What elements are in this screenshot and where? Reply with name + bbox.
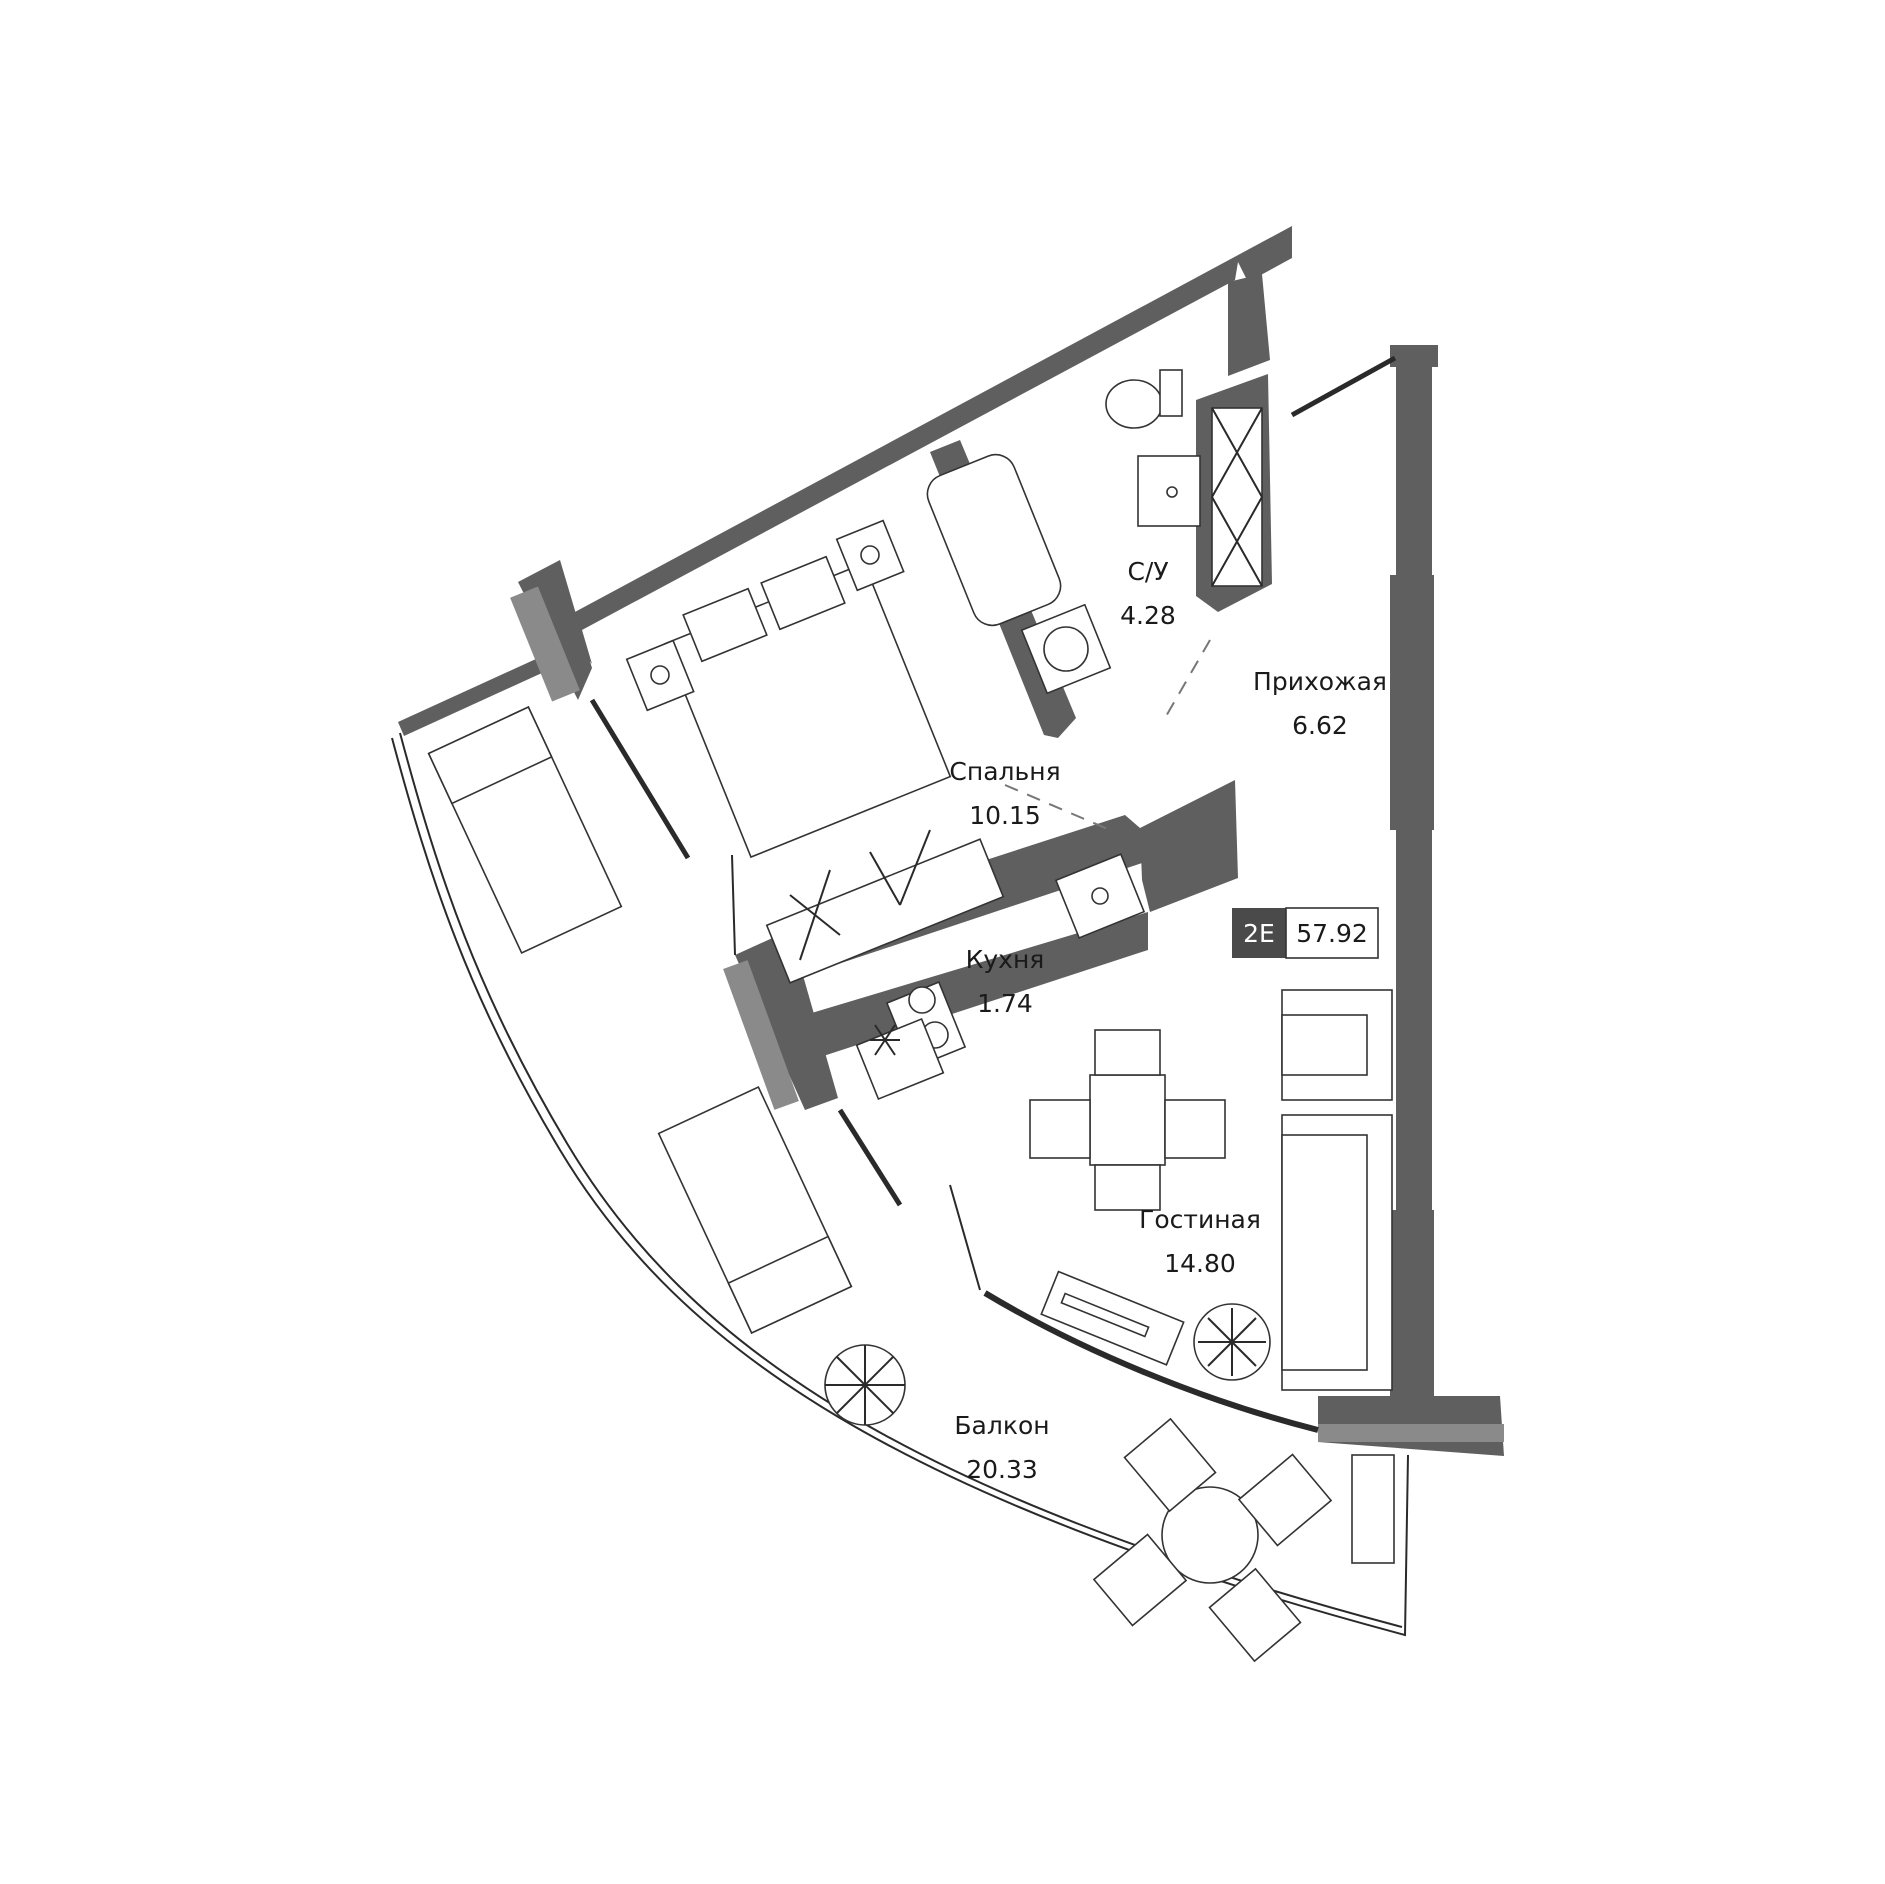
balcony-chair-4 [1208,1567,1302,1663]
pillow-left [682,587,768,663]
room-name-kitchen: Кухня [966,945,1045,974]
room-name-bedroom: Спальня [949,757,1060,786]
room-name-hallway: Прихожая [1253,667,1387,696]
balcony-chair-2 [1237,1453,1333,1547]
balcony-outline [391,737,1409,1637]
room-area-bedroom: 10.15 [969,801,1041,830]
wall-right-pier-1 [1390,575,1434,830]
lounger-top-pillow [427,705,553,805]
door-leaf-kitchen [731,854,736,956]
kitchen-sink-drain-icon [1091,887,1109,905]
bathroom-sink [1137,455,1201,527]
wall-kitchen-left [735,930,838,1110]
window-kitchen [723,960,799,1110]
room-area-bathroom: 4.28 [1120,601,1176,630]
separator-bed-kitchen [1004,784,1111,831]
balcony-chair-1 [1123,1417,1217,1513]
wardrobe-hall [1211,407,1263,587]
kitchen-cabinet-upper [765,838,1005,984]
pillow-right [760,555,846,631]
balcony-door-left [589,698,691,860]
bathtub [926,453,1062,627]
door-leaf-living [949,1184,981,1291]
badge-total-area: 57.92 [1296,919,1368,948]
room-name-bathroom: С/У [1127,557,1168,586]
entry-door [1290,355,1397,418]
separator-hall-bath [1164,639,1211,719]
plant-living-leaves-icon [1198,1308,1266,1376]
toilet-tank [1159,369,1183,417]
toilet [1105,379,1163,429]
wall-kitchen-bottom [795,912,1148,1062]
wardrobe-hall-cross [1211,407,1263,587]
room-area-balcony: 20.33 [966,1455,1038,1484]
dining-table [1089,1074,1166,1166]
lamp-right-icon [860,545,880,565]
room-area-living: 14.80 [1164,1249,1236,1278]
sofa-seat [1281,1134,1368,1371]
chair-left [1029,1099,1091,1159]
kitchen-cabinet-cross [789,829,931,961]
fan-icon [870,1024,900,1056]
room-area-hallway: 6.62 [1292,711,1348,740]
room-name-living: Гостиная [1139,1205,1261,1234]
window-bedroom [510,586,580,702]
balcony-table [1161,1486,1259,1584]
wall-bathroom-top [1228,274,1270,376]
tv [1060,1292,1150,1338]
balcony-chair-3 [1092,1533,1188,1627]
badge-code: 2E [1243,919,1275,948]
wall-outer-top [560,226,1292,664]
badge-area-box [1285,907,1379,959]
balcony-outline-inner [399,732,1403,1628]
wall-right-cap [1390,345,1438,367]
wall-balcony-rail [398,648,566,736]
living-glazing [983,1290,1319,1433]
chair-right [1164,1099,1226,1159]
balcony-door-right [837,1108,903,1207]
lounger-bottom-pillow [727,1235,853,1335]
washing-machine-drum [1043,626,1089,672]
chair-bottom [1094,1164,1161,1211]
window-living [1318,1424,1504,1442]
burner-1-icon [908,986,936,1014]
wall-kitchen-niche [1140,780,1238,912]
lamp-left-icon [650,665,670,685]
room-area-kitchen: 1.74 [977,989,1033,1018]
armchair-seat [1281,1014,1368,1076]
wall-right-pier-2 [1390,1210,1434,1400]
badge-code-bg [1232,908,1286,958]
sink-drain-icon [1166,486,1178,498]
chair-top [1094,1029,1161,1076]
room-name-balcony: Балкон [954,1411,1049,1440]
balcony-cabinet [1351,1454,1395,1564]
plant-balcony-leaves-icon [825,1345,905,1425]
